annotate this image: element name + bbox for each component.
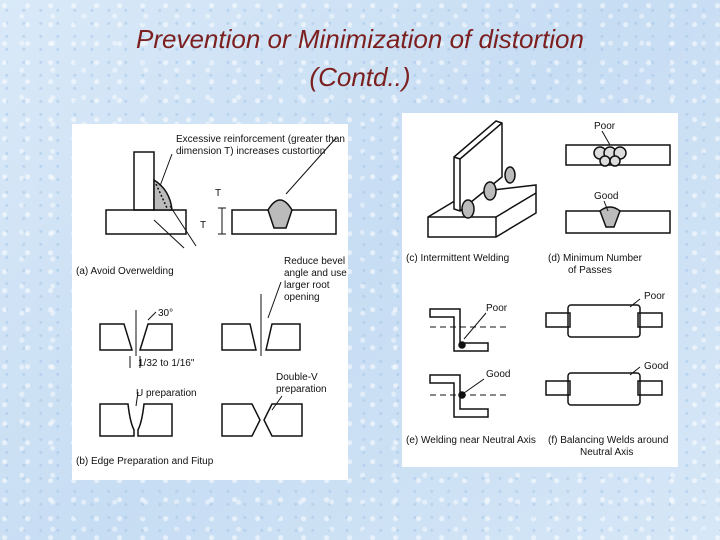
slide-title: Prevention or Minimization of distortion… — [60, 20, 660, 96]
bevel-angle-label: 30° — [158, 308, 173, 319]
bevel-label-3: larger root — [284, 280, 330, 291]
caption-a: (a) Avoid Overwelding — [76, 266, 174, 277]
poor-label-e: Poor — [486, 303, 508, 314]
caption-c: (c) Intermittent Welding — [406, 253, 509, 264]
single-pass-weld — [566, 201, 670, 233]
bevel-label-2: angle and use — [284, 268, 347, 279]
title-line-1: Prevention or Minimization of distortion — [60, 20, 660, 58]
caption-d-1: (d) Minimum Number — [548, 253, 643, 264]
caption-f-1: (f) Balancing Welds around — [548, 435, 668, 446]
left-figure-drawing: Excessive reinforcement (greater than di… — [72, 124, 348, 480]
dimension-t-side: T — [200, 220, 206, 231]
unbalanced-weld-box — [546, 299, 662, 337]
good-label-e: Good — [486, 369, 510, 380]
good-label-c: Good — [594, 191, 618, 202]
reinforcement-label-1: Excessive reinforcement (greater than — [176, 134, 345, 145]
title-line-2: (Contd..) — [60, 58, 660, 96]
caption-e: (e) Welding near Neutral Axis — [406, 435, 536, 446]
root-gap-label: 1/32 to 1/16" — [138, 358, 195, 369]
caption-b: (b) Edge Preparation and Fitup — [76, 456, 214, 467]
double-v-label-2: preparation — [276, 384, 327, 395]
double-v-label-1: Double-V — [276, 372, 318, 383]
neutral-axis-good — [430, 375, 508, 417]
caption-d-2: of Passes — [568, 265, 612, 276]
bevel-label-4: opening — [284, 292, 320, 303]
poor-label-c: Poor — [594, 121, 616, 132]
neutral-axis-poor — [430, 309, 508, 351]
reinforcement-label-2: dimension T) increases custortion — [176, 146, 325, 157]
poor-label-f: Poor — [644, 291, 666, 302]
double-v-prep — [222, 396, 302, 436]
good-label-f: Good — [644, 361, 668, 372]
bevel-label-1: Reduce bevel — [284, 256, 345, 267]
dimension-t-top: T — [215, 188, 221, 199]
right-figure-drawing: Poor Good (c) Intermittent Welding (d) M… — [402, 113, 678, 467]
multi-pass-weld — [566, 131, 670, 166]
balanced-weld-box — [546, 367, 662, 405]
left-figure-panel: Excessive reinforcement (greater than di… — [72, 124, 348, 480]
overwelding-tee-joint — [106, 152, 196, 248]
caption-f-2: Neutral Axis — [580, 447, 633, 458]
u-prep-label: U preparation — [136, 388, 197, 399]
right-figure-panel: Poor Good (c) Intermittent Welding (d) M… — [402, 113, 678, 467]
intermittent-weld-isometric — [428, 121, 536, 237]
